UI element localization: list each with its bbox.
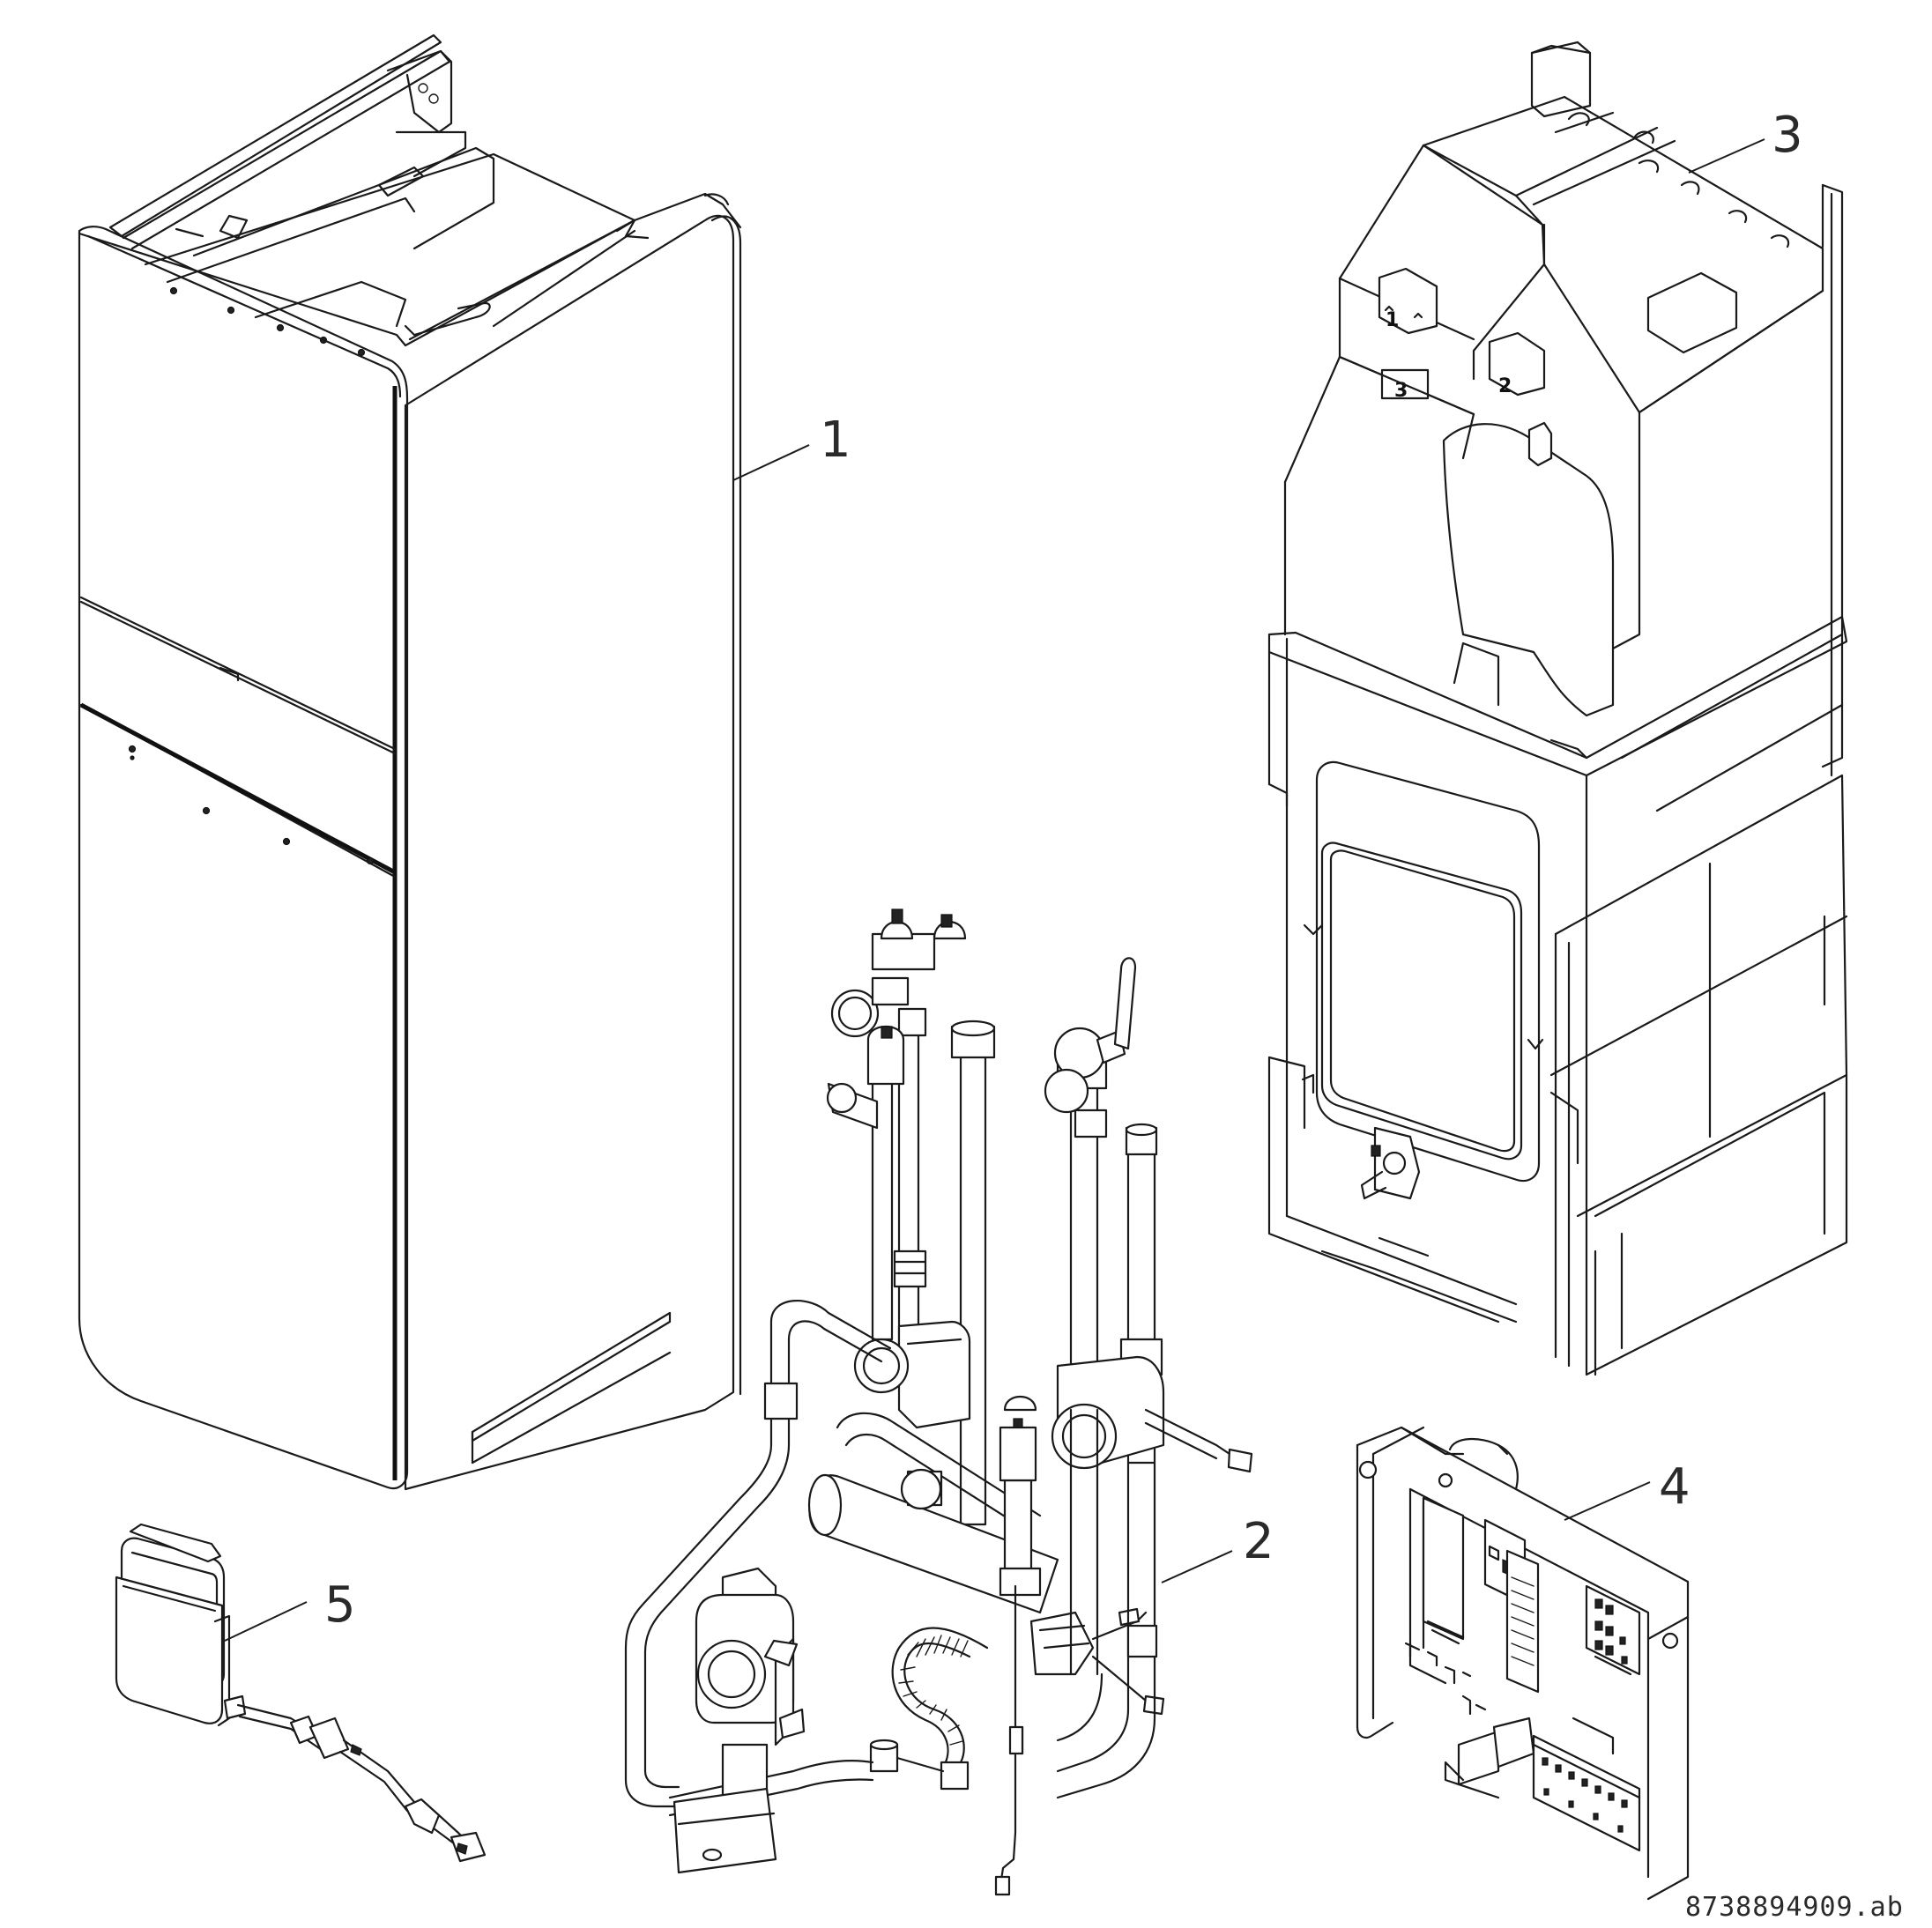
callout-5: 5 bbox=[324, 1576, 356, 1634]
tank-mark-1: 1 bbox=[1386, 309, 1399, 331]
casing-assembly bbox=[78, 33, 742, 1491]
hydraulic-assembly bbox=[624, 908, 1253, 1896]
tank-mark-2: 2 bbox=[1498, 375, 1512, 397]
callouts: 1 2 3 4 5 8738894909.ab bbox=[224, 107, 1904, 1923]
tank-module: 1 2 3 bbox=[1267, 41, 1848, 1376]
callout-3: 3 bbox=[1772, 107, 1803, 164]
document-number: 8738894909.ab bbox=[1685, 1892, 1904, 1923]
control-board-assembly bbox=[1356, 1426, 1690, 1901]
callout-4: 4 bbox=[1659, 1458, 1690, 1516]
control-unit-assembly bbox=[115, 1523, 487, 1863]
callout-1: 1 bbox=[820, 412, 851, 469]
callout-2: 2 bbox=[1243, 1513, 1274, 1570]
